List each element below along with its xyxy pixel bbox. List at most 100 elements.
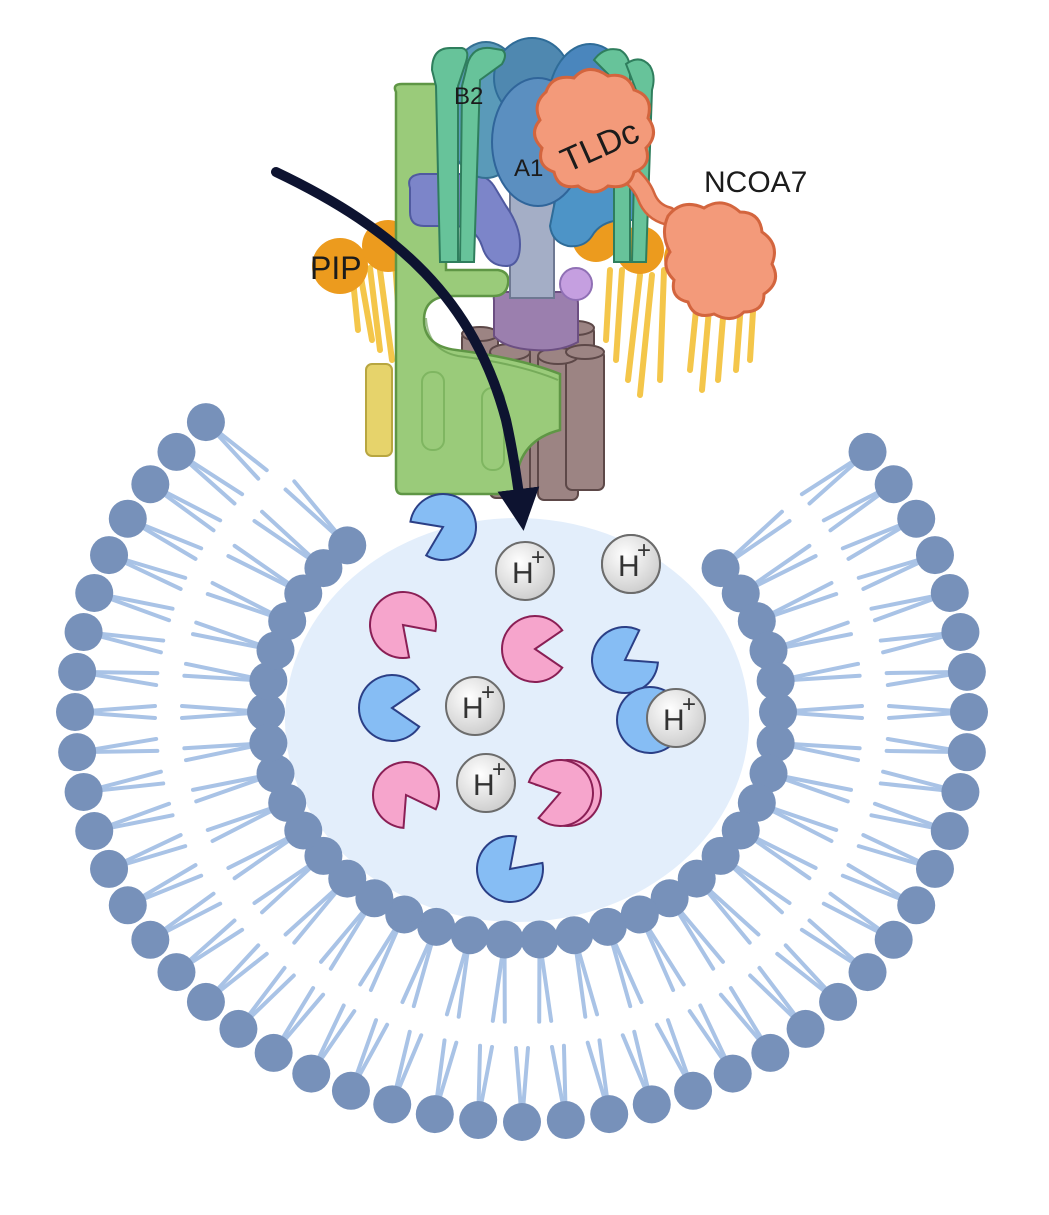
lipid-head bbox=[848, 953, 887, 992]
lipid-head bbox=[459, 1101, 498, 1140]
lipid-head bbox=[756, 724, 795, 763]
lipid-head bbox=[157, 432, 196, 471]
lipid-head bbox=[590, 1095, 629, 1134]
lipid-head bbox=[874, 465, 913, 504]
lipid-head bbox=[108, 499, 147, 538]
proton-circle bbox=[495, 541, 555, 601]
label-b2: B2 bbox=[454, 83, 483, 110]
proton-charge: + bbox=[481, 679, 495, 706]
lipid-head bbox=[947, 652, 986, 691]
proton-symbol: H bbox=[473, 769, 495, 802]
lipid-head bbox=[677, 859, 716, 898]
lipid-head bbox=[674, 1071, 713, 1110]
lipid-head bbox=[450, 916, 489, 955]
proton-circle bbox=[456, 753, 516, 813]
lipid-head bbox=[75, 812, 114, 851]
lipid-head bbox=[915, 849, 954, 888]
pink-enzyme bbox=[527, 759, 594, 827]
pip-head bbox=[312, 238, 368, 294]
lipid-head bbox=[328, 526, 367, 565]
proton-symbol: H bbox=[512, 557, 534, 590]
lipid-head bbox=[930, 573, 969, 612]
lipid-head bbox=[64, 613, 103, 652]
lipid-head bbox=[75, 573, 114, 612]
stator-left-1 bbox=[430, 47, 469, 263]
lipid-head bbox=[520, 920, 559, 959]
subunit-a-helix bbox=[421, 371, 445, 451]
subunit-e-yellow bbox=[365, 363, 393, 457]
pink-enzyme bbox=[369, 591, 437, 659]
ncoa7-tldc-domain bbox=[533, 68, 655, 194]
lipid-head bbox=[256, 631, 295, 670]
lipid-head bbox=[284, 811, 323, 850]
lipid-head bbox=[292, 1054, 331, 1093]
lipid-head bbox=[650, 879, 689, 918]
lipid-head bbox=[268, 783, 307, 822]
ncoa7-protein bbox=[533, 68, 778, 320]
lipid-head bbox=[373, 1085, 412, 1124]
lipid-head bbox=[848, 432, 887, 471]
lipid-head bbox=[701, 549, 740, 588]
lipid-head bbox=[249, 661, 288, 700]
lipid-head bbox=[751, 1033, 790, 1072]
lipid-head bbox=[546, 1101, 585, 1140]
lipid-head bbox=[897, 886, 936, 925]
lipid-head bbox=[131, 920, 170, 959]
lipid-head bbox=[555, 916, 594, 955]
stator-left-2 bbox=[458, 46, 506, 263]
proton-charge: + bbox=[531, 544, 545, 571]
lipid-head bbox=[131, 465, 170, 504]
lipid-head bbox=[721, 811, 760, 850]
lipid-head bbox=[331, 1071, 370, 1110]
lipid-head bbox=[247, 693, 285, 731]
lipid-head bbox=[737, 602, 776, 641]
lipid-head bbox=[941, 613, 980, 652]
blue-enzyme bbox=[358, 674, 421, 742]
lipid-head bbox=[947, 733, 986, 772]
lipid-head bbox=[157, 953, 196, 992]
proton-ion: H+ bbox=[646, 688, 706, 748]
proton-ion: H+ bbox=[495, 541, 555, 601]
lipid-head bbox=[897, 499, 936, 538]
lipid-head bbox=[415, 1095, 454, 1134]
lipid-head bbox=[328, 859, 367, 898]
lumen-protons: H+H+H+H+H+H+ bbox=[445, 534, 706, 813]
lipid-head bbox=[304, 549, 343, 588]
lipid-head bbox=[756, 661, 795, 700]
subunit-a-groove bbox=[425, 317, 559, 381]
lipid-head bbox=[485, 920, 524, 959]
lipid-head bbox=[721, 574, 760, 613]
lipid-head bbox=[186, 403, 225, 442]
lipid-head bbox=[90, 536, 129, 575]
proton-ion: H+ bbox=[445, 676, 505, 736]
lipid-head bbox=[186, 982, 225, 1021]
lipid-head bbox=[268, 602, 307, 641]
lipid-head bbox=[90, 849, 129, 888]
lipid-head bbox=[56, 693, 94, 731]
blue-enzyme bbox=[476, 835, 544, 903]
lipid-head bbox=[950, 693, 988, 731]
lipid-head bbox=[701, 836, 740, 875]
lipid-head bbox=[632, 1085, 671, 1124]
proton-transport-arrow bbox=[271, 167, 540, 531]
proton-circle bbox=[445, 676, 505, 736]
lipid-head bbox=[749, 631, 788, 670]
lipid-head bbox=[58, 733, 97, 772]
subunit-d-purple bbox=[492, 291, 579, 352]
proton-ion: H+ bbox=[601, 534, 661, 594]
label-pip: PIP bbox=[310, 250, 362, 286]
lipid-head bbox=[620, 895, 659, 934]
lipid-head bbox=[713, 1054, 752, 1093]
label-a1: A1 bbox=[514, 155, 543, 182]
lipid-head bbox=[219, 1009, 258, 1048]
lipid-head bbox=[930, 812, 969, 851]
lipid-head bbox=[417, 907, 456, 946]
lipid-head bbox=[819, 982, 858, 1021]
proton-charge: + bbox=[682, 691, 696, 718]
lipid-head bbox=[256, 754, 295, 793]
lipid-head bbox=[737, 783, 776, 822]
proton-symbol: H bbox=[618, 550, 640, 583]
lipid-head bbox=[64, 772, 103, 811]
lipid-head bbox=[786, 1009, 825, 1048]
